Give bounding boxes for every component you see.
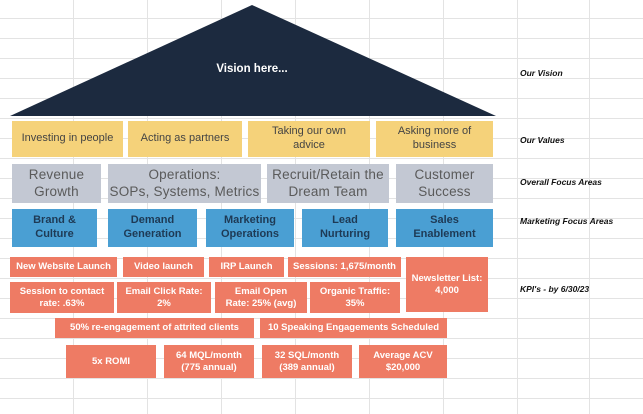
label-our-values: Our Values [520, 135, 565, 145]
kpi-new-website-launch: New Website Launch [10, 257, 117, 277]
vision-text: Vision here... [216, 63, 288, 75]
kpi-speaking-engagements: 10 Speaking Engagements Scheduled [260, 318, 447, 338]
marketing-sales-enablement: Sales Enablement [396, 209, 493, 247]
value-taking-our-own-advice: Taking our own advice [248, 121, 370, 157]
kpi-newsletter-list: Newsletter List: 4,000 [406, 257, 488, 312]
value-acting-as-partners: Acting as partners [128, 121, 242, 157]
label-kpis: KPI's - by 6/30/23 [520, 284, 590, 294]
marketing-demand-generation: Demand Generation [108, 209, 197, 247]
label-marketing-focus-areas: Marketing Focus Areas [520, 216, 614, 226]
kpi-session-to-contact-rate: Session to contact rate: .63% [10, 282, 114, 313]
marketing-brand-culture: Brand & Culture [12, 209, 97, 247]
kpi-organic-traffic: Organic Traffic: 35% [310, 282, 400, 313]
focus-recruit-retain: Recruit/Retain the Dream Team [267, 164, 389, 203]
focus-revenue-growth: Revenue Growth [12, 164, 101, 203]
kpi-email-open-rate: Email Open Rate: 25% (avg) [215, 282, 307, 313]
kpi-mql: 64 MQL/month (775 annual) [164, 345, 254, 378]
value-asking-more-of-business: Asking more of business [376, 121, 493, 157]
value-investing-in-people: Investing in people [12, 121, 123, 157]
kpi-video-launch: Video launch [123, 257, 204, 277]
kpi-email-click-rate: Email Click Rate: 2% [117, 282, 211, 313]
marketing-operations: Marketing Operations [206, 209, 294, 247]
kpi-average-acv: Average ACV $20,000 [359, 345, 447, 378]
kpi-sql: 32 SQL/month (389 annual) [262, 345, 352, 378]
kpi-irp-launch: IRP Launch [209, 257, 284, 277]
kpi-romi: 5x ROMI [66, 345, 156, 378]
vision-roof [10, 5, 496, 116]
label-overall-focus-areas: Overall Focus Areas [520, 177, 602, 187]
kpi-re-engagement: 50% re-engagement of attrited clients [55, 318, 254, 338]
kpi-sessions: Sessions: 1,675/month [288, 257, 401, 277]
focus-operations: Operations: SOPs, Systems, Metrics [108, 164, 261, 203]
label-our-vision: Our Vision [520, 68, 563, 78]
focus-customer-success: Customer Success [396, 164, 493, 203]
marketing-lead-nurturing: Lead Nurturing [302, 209, 388, 247]
